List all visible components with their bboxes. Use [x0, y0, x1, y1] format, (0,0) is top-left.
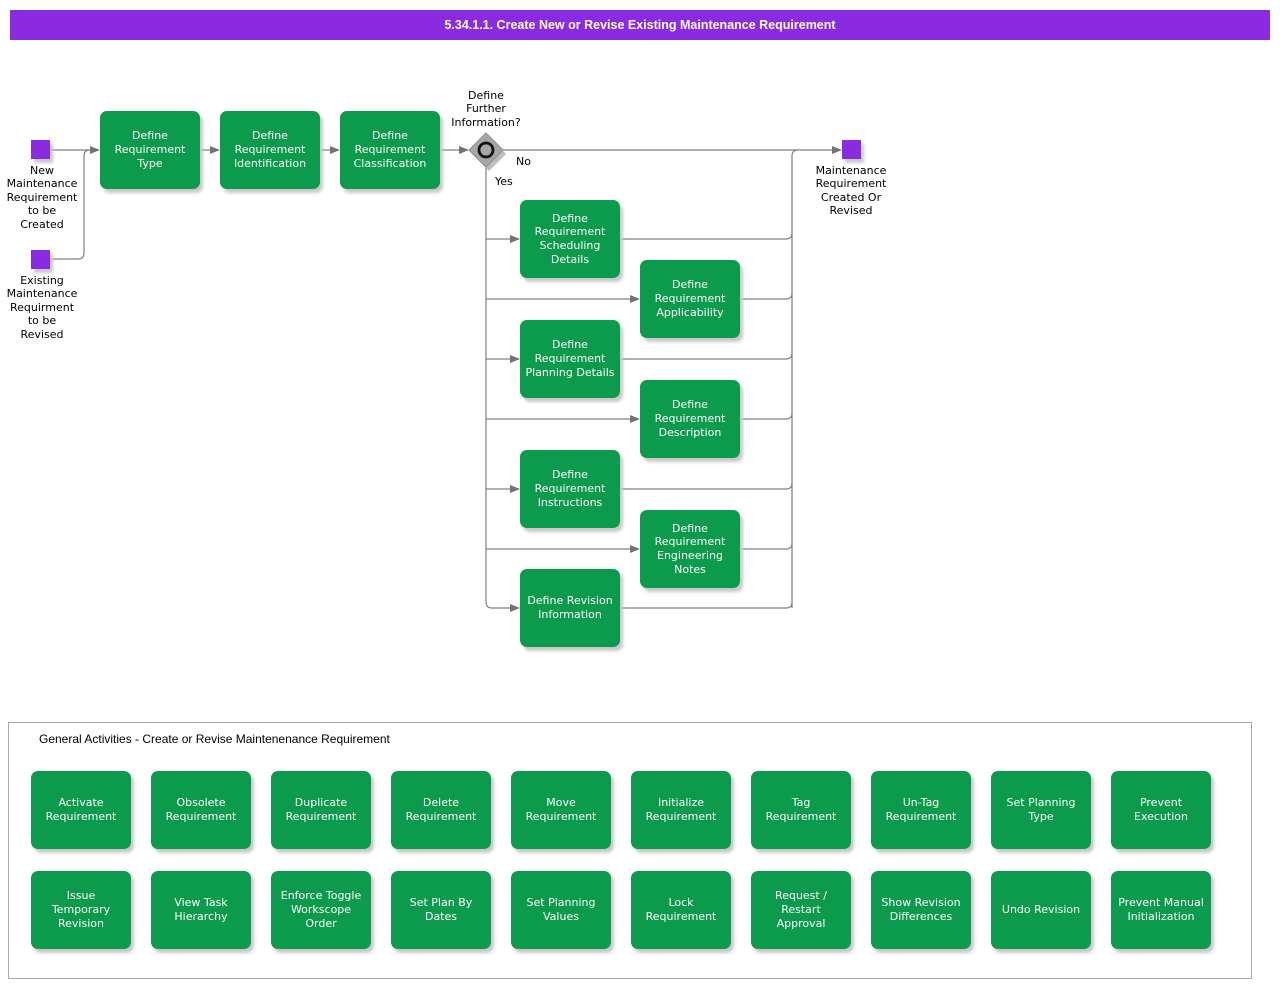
decision-question-label: Define Further Information?: [451, 89, 521, 129]
edge-return-revision: [620, 601, 793, 609]
connector-edges: [50, 146, 842, 612]
end-event-requirement-created: [842, 140, 861, 159]
button-lock-requirement[interactable]: Lock Requirement: [631, 871, 731, 949]
button-set-planning-type[interactable]: Set Planning Type: [991, 771, 1091, 849]
task-define-requirement-classification[interactable]: Define Requirement Classification: [340, 111, 440, 189]
page-title: 5.34.1.1. Create New or Revise Existing …: [444, 18, 836, 32]
start-event-new-requirement: [31, 140, 50, 159]
button-set-plan-by-dates[interactable]: Set Plan By Dates: [391, 871, 491, 949]
button-prevent-execution[interactable]: Prevent Execution: [1111, 771, 1211, 849]
end-event-label: Maintenance Requirement Created Or Revis…: [815, 164, 887, 218]
button-issue-temporary-revision[interactable]: Issue Temporary Revision: [31, 871, 131, 949]
button-enforce-toggle-workscope-order[interactable]: Enforce Toggle Workscope Order: [271, 871, 371, 949]
start-event-new-label: New Maintenance Requirement to be Create…: [6, 164, 78, 231]
general-activities-row-1: Activate Requirement Obsolete Requiremen…: [31, 771, 1211, 849]
edge-yes-revision: [485, 167, 520, 612]
edge-return-applicability: [740, 292, 793, 300]
general-activities-row-2: Issue Temporary Revision View Task Hiera…: [31, 871, 1211, 949]
decision-gateway: [468, 132, 506, 171]
button-set-planning-values[interactable]: Set Planning Values: [511, 871, 611, 949]
button-undo-revision[interactable]: Undo Revision: [991, 871, 1091, 949]
task-define-requirement-applicability[interactable]: Define Requirement Applicability: [640, 260, 740, 338]
decision-diamond: [468, 132, 504, 168]
task-define-requirement-planning-details[interactable]: Define Requirement Planning Details: [520, 320, 620, 398]
button-show-revision-differences[interactable]: Show Revision Differences: [871, 871, 971, 949]
button-obsolete-requirement[interactable]: Obsolete Requirement: [151, 771, 251, 849]
task-define-requirement-scheduling-details[interactable]: Define Requirement Scheduling Details: [520, 200, 620, 278]
edge-return-planning: [620, 352, 793, 360]
title-bar: 5.34.1.1. Create New or Revise Existing …: [10, 10, 1270, 40]
edge-return-scheduling: [620, 232, 793, 240]
task-define-revision-information[interactable]: Define Revision Information: [520, 569, 620, 647]
start-event-existing-requirement: [31, 250, 50, 269]
button-move-requirement[interactable]: Move Requirement: [511, 771, 611, 849]
button-request-restart-approval[interactable]: Request / Restart Approval: [751, 871, 851, 949]
button-duplicate-requirement[interactable]: Duplicate Requirement: [271, 771, 371, 849]
button-tag-requirement[interactable]: Tag Requirement: [751, 771, 851, 849]
button-view-task-hierarchy[interactable]: View Task Hierarchy: [151, 871, 251, 949]
general-activities-header: General Activities - Create or Revise Ma…: [39, 732, 390, 746]
task-define-requirement-engineering-notes[interactable]: Define Requirement Engineering Notes: [640, 510, 740, 588]
edge-return-instructions: [620, 482, 793, 490]
flow-connectors: [50, 132, 842, 612]
task-define-requirement-type[interactable]: Define Requirement Type: [100, 111, 200, 189]
task-define-requirement-identification[interactable]: Define Requirement Identification: [220, 111, 320, 189]
edge-collector: [791, 149, 799, 608]
decision-circle-icon: [477, 141, 495, 159]
task-define-requirement-instructions[interactable]: Define Requirement Instructions: [520, 450, 620, 528]
task-define-requirement-description[interactable]: Define Requirement Description: [640, 380, 740, 458]
edge-return-engineering: [740, 542, 793, 550]
edge-existing-start: [50, 149, 91, 260]
branch-no-label: No: [516, 155, 531, 168]
start-event-existing-label: Existing Maintenance Requirment to be Re…: [6, 274, 78, 341]
button-untag-requirement[interactable]: Un-Tag Requirement: [871, 771, 971, 849]
button-prevent-manual-initialization[interactable]: Prevent Manual Initialization: [1111, 871, 1211, 949]
edge-return-description: [740, 412, 793, 420]
general-activities-panel: General Activities - Create or Revise Ma…: [8, 722, 1252, 979]
branch-yes-label: Yes: [495, 175, 513, 188]
button-initialize-requirement[interactable]: Initialize Requirement: [631, 771, 731, 849]
button-activate-requirement[interactable]: Activate Requirement: [31, 771, 131, 849]
button-delete-requirement[interactable]: Delete Requirement: [391, 771, 491, 849]
